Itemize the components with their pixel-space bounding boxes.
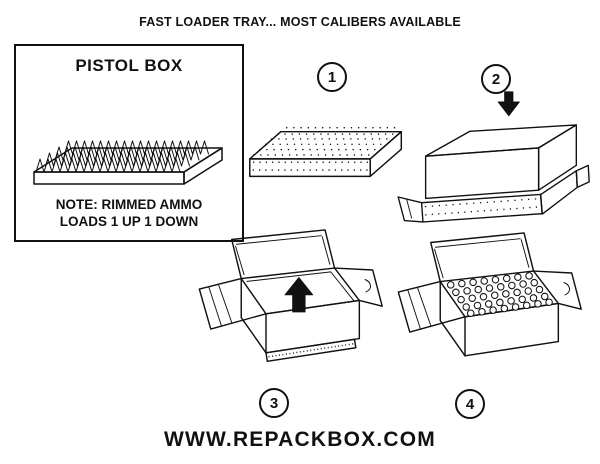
- website-footer: WWW.REPACKBOX.COM: [164, 428, 436, 451]
- step-1-illustration: [249, 127, 403, 178]
- note-line-2: LOADS 1 UP 1 DOWN: [59, 214, 199, 230]
- rimmed-ammo-note: NOTE: RIMMED AMMO LOADS 1 UP 1 DOWN: [16, 196, 242, 231]
- step-4-illustration: [397, 232, 582, 357]
- step-3-illustration: [198, 229, 383, 363]
- step-3-badge: 3: [259, 388, 289, 418]
- step-2-badge: 2: [481, 64, 511, 94]
- ammo-rounds-grid: [446, 272, 553, 318]
- step-2-illustration: [397, 91, 590, 223]
- up-arrow-icon: [284, 277, 314, 313]
- pistol-box-panel: PISTOL BOX NOTE: RIMMED AMMO LOADS 1 UP …: [14, 44, 244, 242]
- diagram-title: FAST LOADER TRAY... MOST CALIBERS AVAILA…: [139, 15, 461, 29]
- step-1-badge: 1: [317, 62, 347, 92]
- pistol-box-title: PISTOL BOX: [75, 56, 183, 75]
- down-arrow-icon: [497, 91, 520, 117]
- step-4-badge: 4: [455, 389, 485, 419]
- pistol-box-tray-illustration: [33, 140, 223, 185]
- note-line-1: NOTE: RIMMED AMMO: [55, 196, 203, 212]
